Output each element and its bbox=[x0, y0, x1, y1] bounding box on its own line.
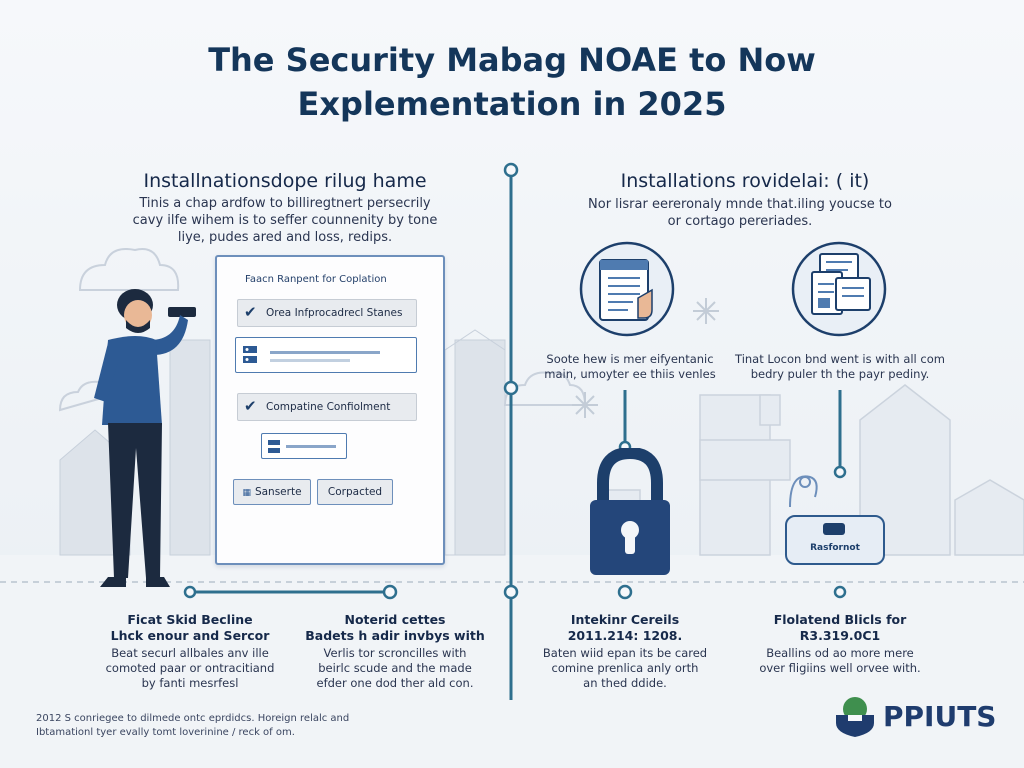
field-line bbox=[286, 445, 336, 448]
page-title: The Security Mabag NOAE to Now Explement… bbox=[208, 41, 816, 123]
check-icon: ✔ bbox=[244, 397, 257, 415]
left-description: Tinis a chap ardfow to billiregtnert per… bbox=[132, 196, 438, 245]
form-row-1-label: Orea Infprocadrecl Stanes bbox=[266, 307, 403, 319]
router-device: Rasfornot bbox=[785, 515, 885, 565]
grid-icon: ▦ bbox=[242, 488, 251, 498]
form-input-field[interactable] bbox=[235, 337, 417, 373]
field-line bbox=[270, 351, 380, 354]
field-line bbox=[270, 359, 350, 362]
left-heading: Installnationsdope rilug hame bbox=[143, 170, 427, 192]
right-heading: Installations rovidelai: ( it) bbox=[620, 170, 870, 192]
router-label: Rasfornot bbox=[810, 543, 860, 553]
sanserte-button[interactable]: ▦Sanserte bbox=[233, 479, 311, 505]
form-row-1[interactable]: ✔ Orea Infprocadrecl Stanes bbox=[237, 299, 417, 327]
sanserte-button-label: Sanserte bbox=[254, 486, 302, 498]
footnote: 2012 S conriegee to dilmede ontc eprdidc… bbox=[36, 713, 350, 738]
field-marker bbox=[268, 440, 280, 445]
corpacted-button[interactable]: Corpacted bbox=[317, 479, 393, 505]
shield-logo-icon bbox=[836, 697, 874, 737]
form-small-field[interactable] bbox=[261, 433, 347, 459]
right-description: Nor lisrar eereronaly mnde that.iling yo… bbox=[588, 197, 892, 229]
check-icon: ✔ bbox=[244, 303, 257, 321]
corpacted-button-label: Corpacted bbox=[327, 486, 383, 498]
form-row-2-label: Compatine Confiolment bbox=[266, 401, 391, 413]
list-icon bbox=[243, 346, 257, 363]
right-icon-caption: Tinat Locon bnd went is with all com bed… bbox=[735, 352, 945, 381]
logo-text: PPIUTS bbox=[883, 700, 997, 733]
router-indicator bbox=[823, 523, 845, 535]
form-panel: Faacn Ranpent for Coplation ✔ Orea Infpr… bbox=[215, 255, 445, 565]
document-checklist-icon bbox=[579, 241, 675, 337]
field-marker bbox=[268, 448, 280, 453]
padlock-icon bbox=[590, 448, 670, 575]
report-documents-icon bbox=[791, 241, 887, 337]
cable-icon bbox=[789, 475, 818, 508]
person-illustration bbox=[94, 289, 196, 587]
left-icon-caption: Soote hew is mer eifyentanic main, umoyt… bbox=[544, 352, 716, 381]
form-row-2[interactable]: ✔ Compatine Confiolment bbox=[237, 393, 417, 421]
form-title: Faacn Ranpent for Coplation bbox=[245, 274, 387, 285]
